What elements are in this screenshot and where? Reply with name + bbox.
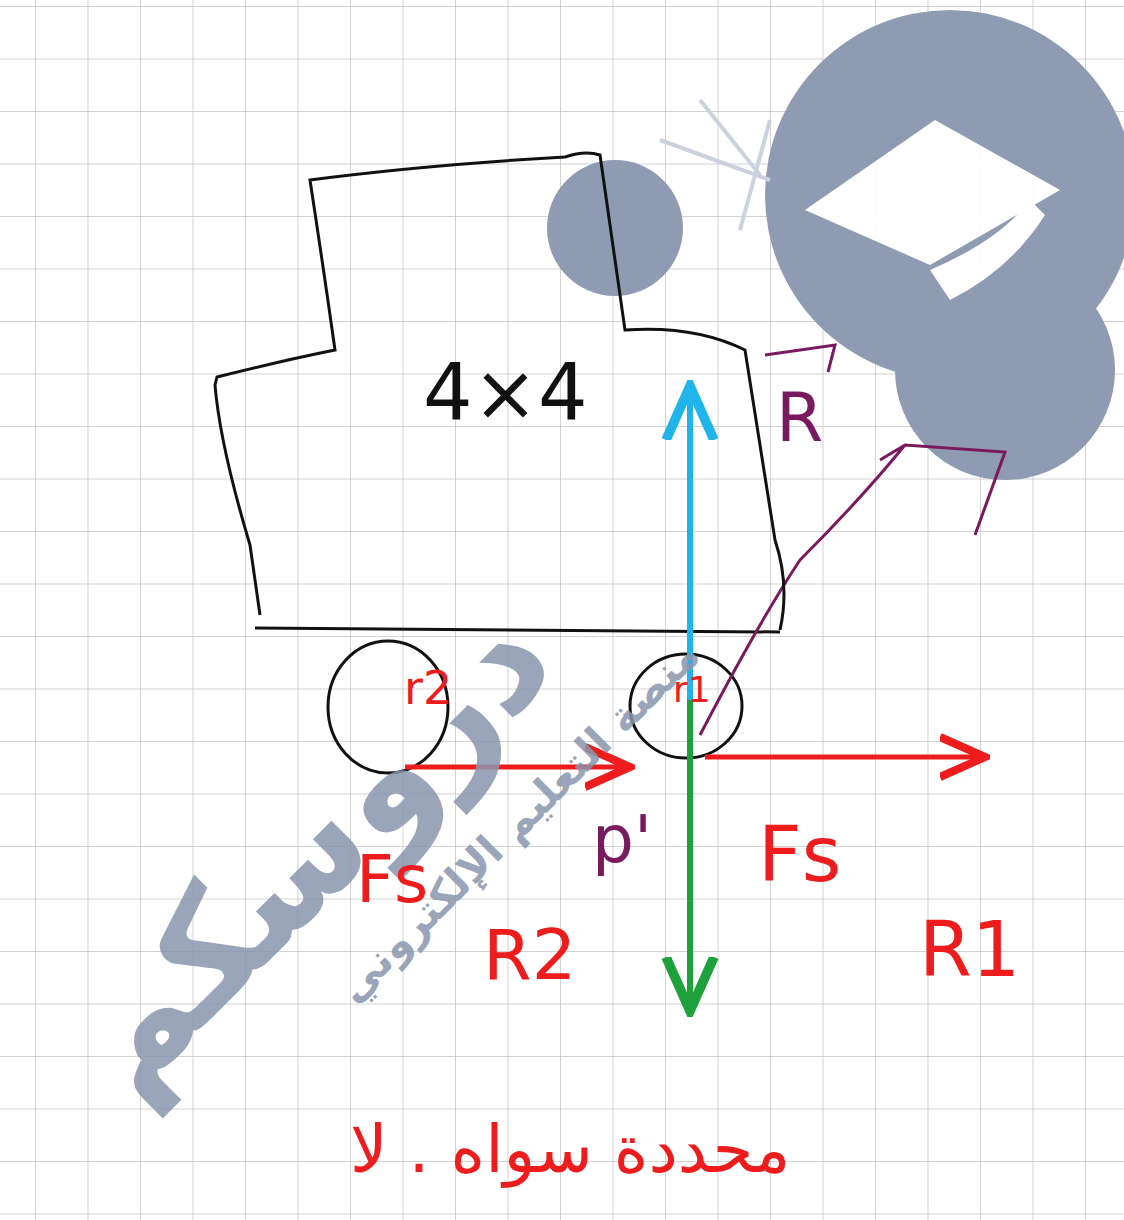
force-label: Fs bbox=[758, 817, 841, 893]
car-label: 4×4 bbox=[423, 354, 588, 432]
force-label: R2 bbox=[483, 920, 576, 990]
wheel-label: r1 bbox=[673, 672, 711, 708]
point-label: p' bbox=[592, 807, 652, 873]
force-label: R1 bbox=[919, 912, 1020, 988]
car-body: 4×4 bbox=[205, 145, 790, 635]
logo-watermark bbox=[547, 10, 1124, 480]
note-text: محددة سواه . لا bbox=[350, 1117, 790, 1183]
wheel-label: r2 bbox=[404, 665, 452, 711]
vector-label: R bbox=[776, 384, 823, 452]
force-label: Fs bbox=[356, 847, 428, 913]
